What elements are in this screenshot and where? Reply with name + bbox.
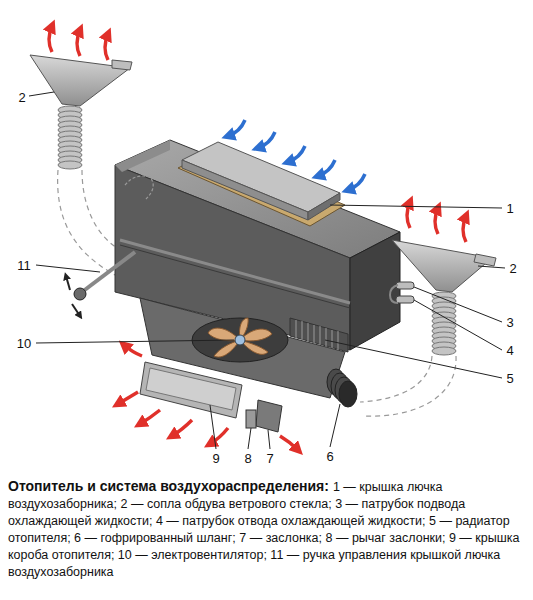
coolant-pipes — [390, 282, 414, 303]
airflow-arrows — [407, 202, 466, 242]
hidden-flap — [125, 176, 153, 199]
intake-arrows — [228, 120, 365, 190]
windshield-nozzle — [392, 240, 492, 292]
housing-rib — [120, 245, 350, 308]
housing-end — [350, 232, 400, 350]
housing-rib — [120, 240, 350, 303]
fan-hub — [235, 335, 245, 345]
caption-block: Отопитель и система воздухораспределения… — [8, 478, 525, 580]
housing-edge — [115, 140, 170, 172]
callout-number: 4 — [506, 343, 513, 358]
caption-text: 1 — крышка лючка воздухозаборника; 2 — с… — [8, 480, 519, 579]
callout-number: 6 — [326, 449, 333, 464]
callout-number: 1 — [506, 201, 513, 216]
motion-arrows — [66, 276, 80, 316]
corrugated-hose — [327, 369, 357, 407]
callout-number: 2 — [18, 90, 25, 105]
callout-number: 11 — [17, 258, 31, 273]
cover-side — [182, 160, 308, 220]
flap-lever — [246, 410, 256, 428]
callout-number: 7 — [266, 451, 273, 466]
callout-number: 10 — [17, 336, 31, 351]
hidden-hose — [58, 170, 120, 275]
heater-box-cover — [140, 362, 242, 418]
callout-number: 3 — [506, 315, 513, 330]
leader-line — [29, 92, 505, 449]
cover-panel — [146, 368, 236, 410]
corrugated-hose — [58, 106, 82, 169]
callout-number: 2 — [509, 261, 516, 276]
control-handle — [82, 252, 135, 292]
nozzle-tab — [112, 60, 132, 70]
heater-radiator — [290, 318, 348, 352]
electric-fan — [208, 318, 272, 357]
caption-title: Отопитель и система воздухораспределения… — [8, 478, 329, 494]
nozzle-tab — [474, 254, 496, 266]
callout-number: 9 — [212, 451, 219, 466]
airflow-arrows — [118, 345, 298, 450]
corrugated-hose — [432, 292, 456, 355]
airflow-arrows — [49, 26, 108, 60]
callout-number: 8 — [244, 451, 251, 466]
cover-side — [308, 193, 340, 220]
handle-knob — [74, 288, 86, 300]
callout-number: 5 — [506, 371, 513, 386]
flap — [256, 400, 282, 432]
